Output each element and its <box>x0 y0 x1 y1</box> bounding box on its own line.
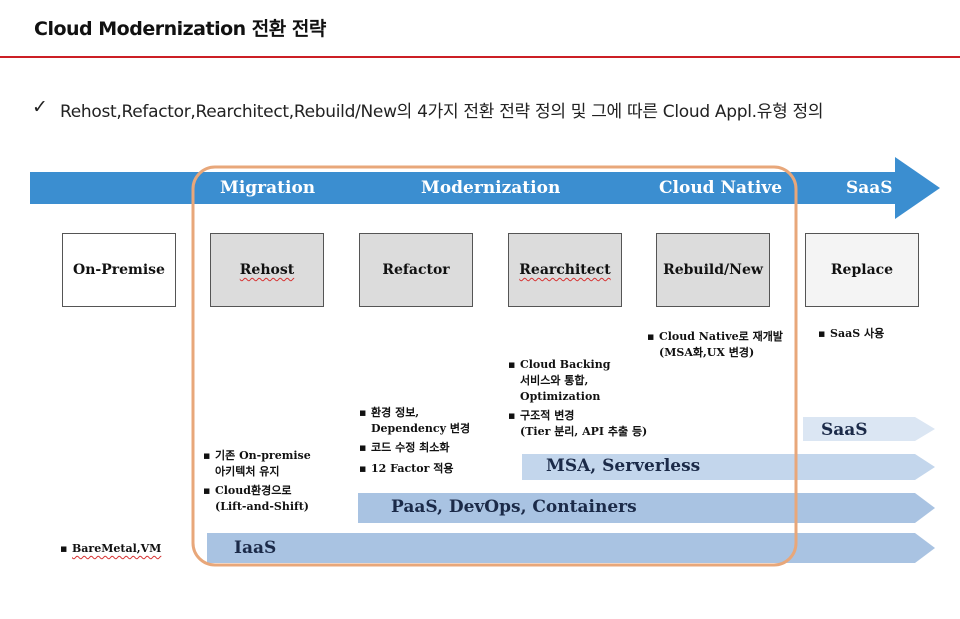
stage-migration: Migration <box>220 178 316 198</box>
title-divider <box>0 56 960 58</box>
band-paas-shape <box>358 493 935 523</box>
box-label: On-Premise <box>73 262 165 278</box>
subtitle: Rehost,Refactor,Rearchitect,Rebuild/New의… <box>60 102 824 122</box>
box-label: Replace <box>830 262 894 278</box>
box-label: Refactor <box>382 262 450 278</box>
page-title: Cloud Modernization 전환 전략 <box>34 18 326 40</box>
note-replace-1: ▪SaaS 사용 <box>818 327 885 340</box>
box-label: Rebuild/New <box>663 262 763 278</box>
stage-saas: SaaS <box>846 178 893 198</box>
band-msa-shape <box>522 454 935 480</box>
band-saas-label: SaaS <box>821 420 868 440</box>
note-refactor-1: ▪환경 정보,Dependency 변경 <box>359 406 471 435</box>
highlight-frame <box>191 165 798 567</box>
band-iaas-shape <box>207 533 935 563</box>
box-rehost: Rehost <box>210 233 324 307</box>
box-label: Rehost <box>239 262 295 278</box>
box-refactor: Refactor <box>359 233 473 307</box>
box-on-premise: On-Premise <box>62 233 176 307</box>
band-msa-label: MSA, Serverless <box>546 456 701 476</box>
progression-arrow <box>30 157 940 219</box>
box-replace: Replace <box>805 233 919 307</box>
note-rearchitect-2: ▪구조적 변경(Tier 분리, API 추출 등) <box>508 409 648 438</box>
band-saas-shape <box>803 417 935 441</box>
box-rebuild-new: Rebuild/New <box>656 233 770 307</box>
box-label: Rearchitect <box>519 262 611 278</box>
note-rebuild-1: ▪Cloud Native로 재개발(MSA화,UX 변경) <box>647 330 783 359</box>
band-iaas-label: IaaS <box>234 538 277 558</box>
note-refactor-3: ▪12 Factor 적용 <box>359 462 454 475</box>
note-refactor-2: ▪코드 수정 최소화 <box>359 441 450 454</box>
stage-modernization: Modernization <box>421 178 561 198</box>
checkmark-icon: ✓ <box>32 96 48 118</box>
box-rearchitect: Rearchitect <box>508 233 622 307</box>
note-rehost-2: ▪Cloud환경으로(Lift-and-Shift) <box>203 484 310 513</box>
note-baremetal: ▪BareMetal,VM <box>60 542 162 555</box>
stage-cloud-native: Cloud Native <box>659 178 783 198</box>
band-paas-label: PaaS, DevOps, Containers <box>391 497 637 517</box>
